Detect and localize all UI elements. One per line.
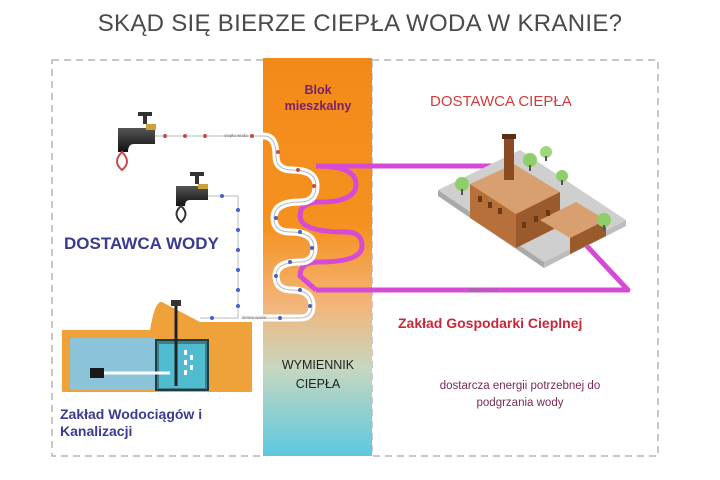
tree-icon	[597, 213, 611, 231]
lake-water	[70, 338, 156, 390]
heat-exchanger-label: WYMIENNIK CIEPŁA	[262, 356, 374, 394]
hot-water-dots	[163, 134, 316, 188]
heat-exchanger-line1: WYMIENNIK	[281, 358, 355, 372]
pump-head	[171, 300, 181, 306]
water-supplier-frame	[51, 59, 265, 457]
tree-icon	[540, 146, 552, 161]
building-block-line1: Blok	[304, 83, 332, 97]
building-block-line2: mieszkalny	[284, 99, 352, 113]
heating-plant-illustration	[438, 134, 626, 268]
waterworks-line2: Kanalizacji	[60, 423, 133, 439]
hot-water-pipe-label: ciepła woda	[224, 133, 248, 138]
exchanger-heat-coil	[297, 163, 365, 292]
cold-water-tap-icon	[175, 172, 208, 224]
hot-water-tap-icon	[116, 112, 156, 172]
water-coil-outline	[148, 135, 317, 319]
cold-water-pipe-label: zimna woda	[242, 315, 267, 320]
pump-motor	[90, 368, 104, 378]
heating-plant-description: dostarcza energii potrzebnej do podgrzan…	[439, 380, 601, 409]
building-block-label: Blok mieszkalny	[262, 82, 374, 114]
tree-icon	[455, 177, 469, 195]
intake-tank-water	[159, 344, 205, 388]
heating-plant-name: Zakład Gospodarki Cieplnej	[398, 315, 583, 331]
page-title: SKĄD SIĘ BIERZE CIEPŁA WODA W KRANIE?	[97, 10, 623, 37]
cold-water-dots	[210, 194, 314, 320]
cold-riser-outline	[200, 195, 239, 319]
heat-supplier-label: DOSTAWCA CIEPŁA	[430, 93, 572, 110]
waterworks-label: Zakład Wodociągów i Kanalizacji	[60, 406, 260, 440]
waterworks-line1: Zakład Wodociągów i	[60, 406, 203, 422]
water-supplier-label: DOSTAWCA WODY	[64, 234, 219, 253]
cold-riser-pipe	[200, 192, 242, 322]
tree-icon	[523, 153, 537, 171]
chimney-icon	[504, 138, 514, 180]
tree-icon	[556, 170, 568, 185]
district-heat-pipe-label: ciepło sieciowe	[468, 287, 499, 292]
heat-exchanger-line2: CIEPŁA	[295, 377, 341, 391]
